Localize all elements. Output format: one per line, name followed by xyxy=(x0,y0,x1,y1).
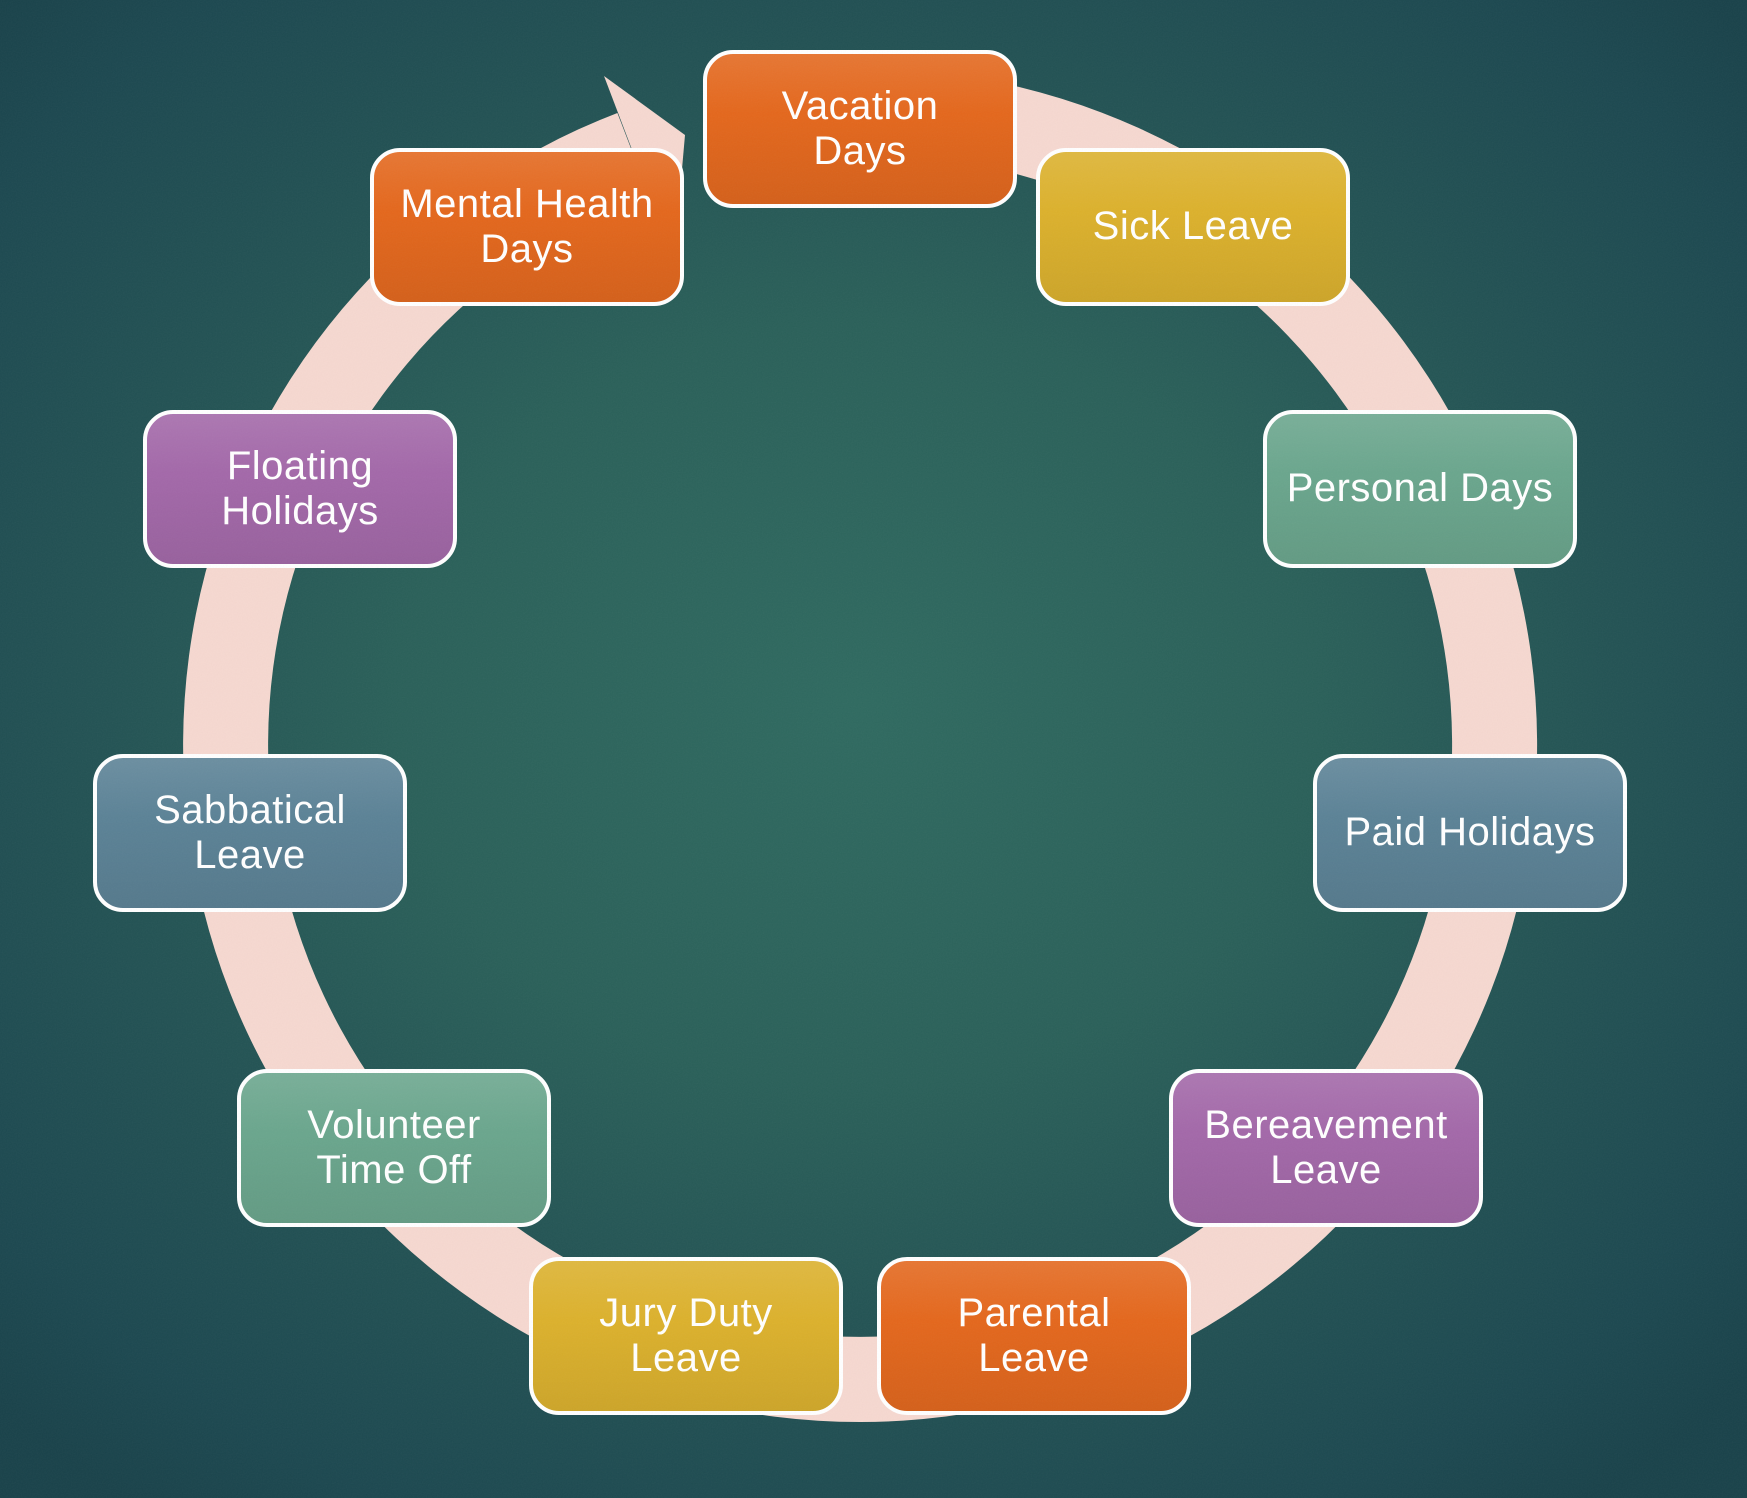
cycle-item-parental-leave: Parental Leave xyxy=(877,1257,1191,1415)
cycle-item-label: Jury Duty Leave xyxy=(599,1290,773,1380)
cycle-item-sick-leave: Sick Leave xyxy=(1036,148,1350,306)
cycle-item-sabbatical-leave: Sabbatical Leave xyxy=(93,754,407,912)
cycle-item-label: Vacation Days xyxy=(781,83,939,173)
cycle-item-label: Paid Holidays xyxy=(1344,810,1596,855)
cycle-item-label: Volunteer Time Off xyxy=(307,1102,481,1192)
cycle-item-label: Personal Days xyxy=(1286,466,1554,511)
cycle-item-volunteer-time-off: Volunteer Time Off xyxy=(237,1069,551,1227)
cycle-item-label: Mental Health Days xyxy=(400,181,654,271)
cycle-item-jury-duty-leave: Jury Duty Leave xyxy=(529,1257,843,1415)
cycle-item-floating-holidays: Floating Holidays xyxy=(143,410,457,568)
cycle-item-label: Bereavement Leave xyxy=(1204,1102,1448,1192)
cycle-item-label: Sick Leave xyxy=(1092,204,1294,249)
cycle-item-label: Parental Leave xyxy=(957,1290,1111,1380)
cycle-item-vacation-days: Vacation Days xyxy=(703,50,1017,208)
cycle-item-mental-health-days: Mental Health Days xyxy=(370,148,684,306)
cycle-item-paid-holidays: Paid Holidays xyxy=(1313,754,1627,912)
cycle-item-bereavement-leave: Bereavement Leave xyxy=(1169,1069,1483,1227)
cycle-item-label: Floating Holidays xyxy=(221,443,379,533)
cycle-item-personal-days: Personal Days xyxy=(1263,410,1577,568)
cycle-item-label: Sabbatical Leave xyxy=(154,787,346,877)
